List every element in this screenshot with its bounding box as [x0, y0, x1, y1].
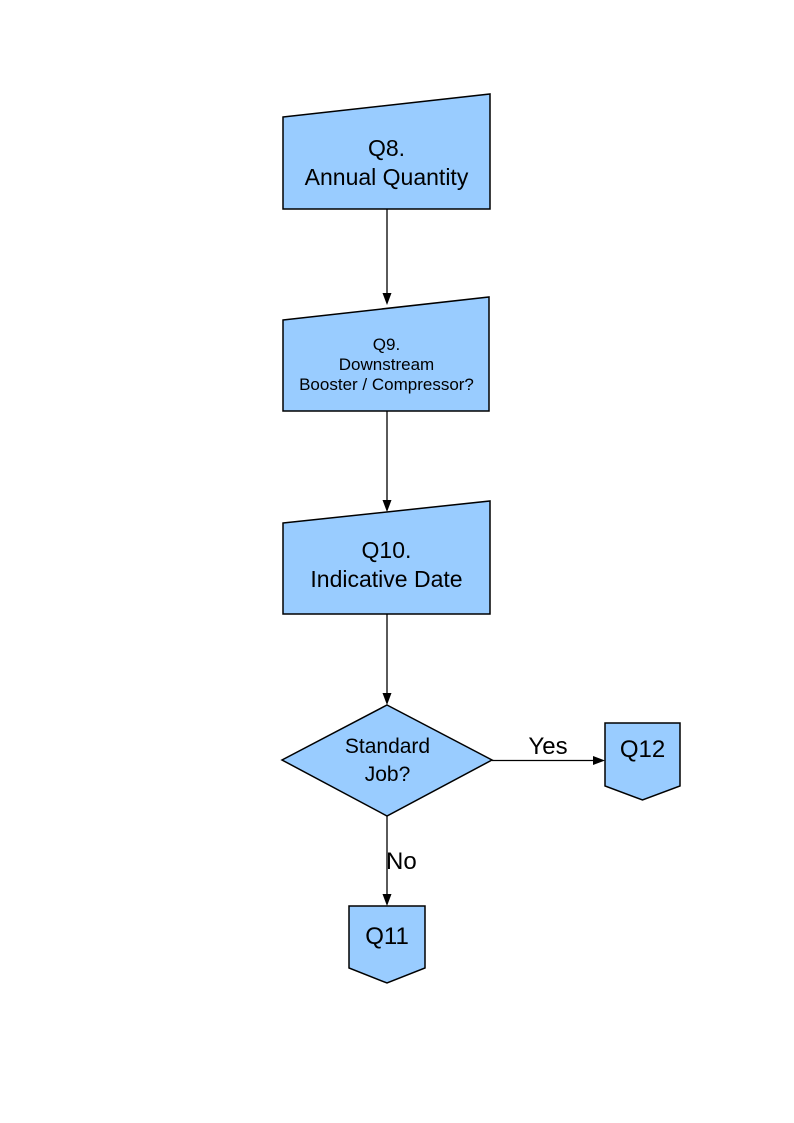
q9-node-shape — [282, 296, 490, 412]
no-edge-label: No — [386, 848, 417, 875]
q10-node-label: Q10. Indicative Date — [310, 536, 463, 592]
q11-connector-shape — [348, 905, 426, 984]
q8-node-label: Q8. Annual Quantity — [304, 135, 469, 190]
q12-node-label: Q12 — [619, 736, 666, 763]
yes-edge-label: Yes — [528, 733, 568, 760]
q8-node-shape — [282, 93, 491, 210]
arrowhead-decision-no-to-q11 — [382, 894, 392, 906]
q12-connector-shape — [604, 722, 681, 801]
arrowhead-q10-to-decision — [382, 693, 392, 705]
arrowhead-decision-yes-to-q12 — [593, 756, 605, 765]
q10-node-shape — [282, 500, 491, 615]
arrowhead-q8-to-q9 — [382, 293, 392, 305]
arrowhead-q9-to-q10 — [382, 500, 392, 512]
decision-node-label: Standard Job? — [344, 734, 431, 786]
q9-node-label: Q9. Downstream Booster / Compressor? — [299, 334, 474, 394]
q11-node-label: Q11 — [365, 923, 409, 950]
